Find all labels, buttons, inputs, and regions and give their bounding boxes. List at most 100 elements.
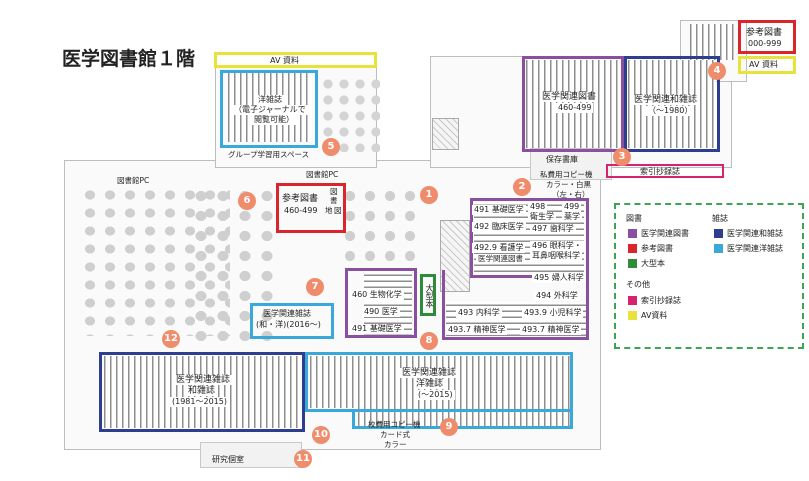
badge-11: 11 — [294, 450, 312, 468]
label-yozasshi-1: 洋雑誌 — [256, 95, 284, 105]
zone-yo-big — [305, 352, 573, 412]
label-pc-left: 図書館PC — [117, 176, 150, 185]
label-495: 495 婦人科学 — [532, 273, 586, 283]
bottom-room — [200, 442, 302, 468]
zone-sanko-top — [738, 20, 796, 54]
label-460: 460 生物化学 — [350, 290, 404, 300]
legend: 図書 雑誌 医学関連図書 参考図書 大型本 医学関連和雑誌 医学関連洋雑誌 その… — [614, 203, 804, 349]
zone-right-purple-lower — [442, 270, 589, 340]
legend-swatch-med-books — [628, 229, 637, 238]
zone-oogata — [420, 274, 436, 316]
label-med-wa-1: 医学関連和雑誌 — [632, 95, 700, 105]
label-copy-school-3: カラー — [384, 440, 407, 449]
legend-swatch-med-yo — [714, 244, 723, 253]
label-sakuin: 索引抄録誌 — [640, 167, 680, 176]
label-492: 492 臨床医学 — [472, 222, 526, 232]
label-copy-3: （左・右） — [552, 190, 590, 199]
label-491a: 491 基礎医学 — [472, 205, 526, 215]
label-490: 490 医学 — [362, 307, 400, 317]
label-oogata: 大型本 — [425, 284, 434, 308]
label-med-books-1: 医学関連図書 — [540, 92, 599, 102]
label-497: 497 歯科学 — [530, 224, 576, 234]
label-498b: 衛生学 — [528, 212, 556, 222]
label-491b: 491 基礎医学 — [350, 324, 404, 334]
label-copy-1: 私費用コピー機 — [540, 170, 593, 179]
shelves-yo-big-low — [358, 408, 570, 426]
label-wa-big-2: 和雑誌 — [186, 386, 218, 396]
zone-yo-big-low — [352, 409, 573, 429]
label-zu: 図 — [330, 187, 338, 196]
label-498: 498 — [528, 202, 548, 212]
label-wa-big-1: 医学関連雑誌 — [174, 375, 233, 385]
label-wa-big-3: (1981〜2015) — [170, 397, 229, 407]
legend-swatch-av — [628, 311, 637, 320]
label-med-mixed-2: (和・洋)(2016〜) — [256, 320, 321, 329]
legend-swatch-sanko — [628, 244, 637, 253]
hozon-room — [530, 148, 612, 180]
label-hozon: 保存書庫 — [546, 155, 578, 164]
zone-av-top — [214, 52, 377, 68]
label-zu2: 図 — [334, 206, 342, 215]
label-med-wa-2: （〜1980） — [646, 106, 695, 116]
label-499: 499 — [562, 202, 582, 212]
label-sanko-mid-2: 460-499 — [284, 206, 318, 215]
label-499b: 薬学 — [562, 212, 582, 222]
legend-swatch-sakuin — [628, 296, 637, 305]
label-sho: 書 — [330, 196, 338, 205]
badge-7: 7 — [306, 278, 324, 296]
label-yo-big-3: (〜2015) — [416, 390, 455, 400]
badge-4: 4 — [708, 62, 726, 80]
legend-label-med-yo: 医学関連洋雑誌 — [727, 244, 783, 253]
label-copy-school-1: 校費用コピー機 — [368, 420, 421, 429]
label-kenkyu: 研究個室 — [212, 455, 244, 464]
zone-med-wa — [624, 56, 720, 152]
legend-label-sakuin: 索引抄録誌 — [641, 296, 681, 305]
legend-label-med-wa: 医学関連和雑誌 — [727, 229, 783, 238]
label-av-right: AV 資料 — [749, 60, 778, 69]
label-4929: 492.9 看護学 — [472, 243, 526, 253]
legend-swatch-oogata — [628, 259, 637, 268]
badge-1: 1 — [420, 186, 438, 204]
desk-area-mid — [190, 186, 280, 346]
label-yo-big-1: 医学関連雑誌 — [400, 368, 459, 378]
label-av-top: AV 資料 — [270, 56, 299, 65]
badge-10: 10 — [312, 426, 330, 444]
label-sanko-top-1: 参考図書 — [746, 28, 783, 38]
label-4929b: 医学関連図書 — [476, 254, 525, 264]
zone-right-purple-upper — [470, 198, 589, 278]
label-chi: 地 — [325, 206, 333, 215]
stairs — [440, 220, 470, 292]
label-sanko-mid-1: 参考図書 — [282, 194, 319, 204]
legend-label-med-books: 医学関連図書 — [641, 229, 689, 238]
label-yo-big-2: 洋雑誌 — [414, 379, 446, 389]
label-yozasshi-3: 閲覧可能） — [252, 115, 296, 125]
stairs-upper — [432, 118, 459, 150]
zone-av-right — [738, 56, 796, 74]
label-sanko-top-2: 000-999 — [748, 39, 782, 48]
label-494: 494 外科学 — [534, 291, 580, 301]
zone-med-mixed — [250, 303, 334, 339]
label-copy-2: カラー・白黒 — [546, 180, 591, 189]
legend-swatch-med-wa — [714, 229, 723, 238]
label-4937b: 493.7 精神医学 — [520, 325, 582, 335]
label-group-space: グループ学習用スペース — [228, 150, 310, 159]
label-4939: 493.9 小児科学 — [522, 308, 584, 318]
legend-books-header: 図書 — [626, 214, 642, 223]
zone-yozasshi — [220, 70, 318, 148]
badge-3: 3 — [613, 148, 631, 166]
label-copy-school-2: カード式 — [380, 430, 410, 439]
legend-other-header: その他 — [626, 280, 650, 289]
badge-12: 12 — [162, 330, 180, 348]
legend-label-av: AV資料 — [641, 311, 668, 320]
badge-2: 2 — [513, 178, 531, 196]
zone-sakuin — [606, 164, 724, 178]
label-med-books-2: 460-499 — [556, 103, 594, 113]
legend-label-oogata: 大型本 — [641, 259, 665, 268]
badge-6: 6 — [238, 192, 256, 210]
zone-sanko-mid — [276, 183, 346, 233]
zone-med-books — [522, 56, 624, 152]
legend-journals-header: 雑誌 — [712, 214, 728, 223]
zone-center-purple — [345, 268, 417, 338]
desk-area-center — [340, 186, 420, 262]
legend-label-sanko: 参考図書 — [641, 244, 673, 253]
